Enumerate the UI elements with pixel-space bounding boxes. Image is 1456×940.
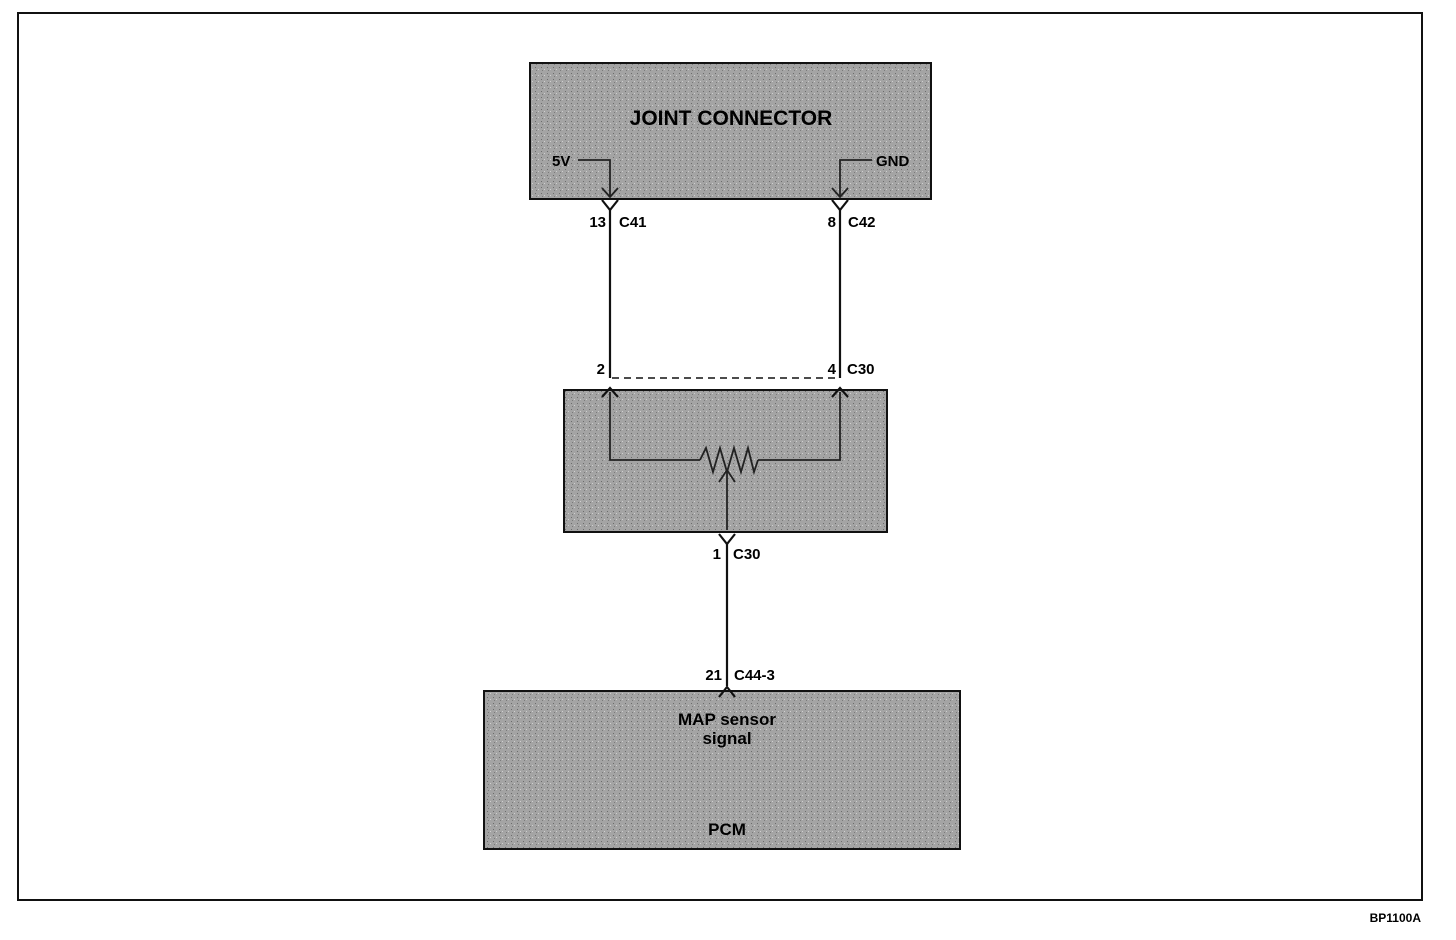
pcm-label: PCM (708, 820, 746, 839)
c42-connector-label: C42 (848, 214, 876, 231)
sensor-left-lead (609, 392, 700, 461)
joint-connector-5v-arrow (601, 187, 619, 199)
c30-pin2-connector-mark (601, 386, 619, 398)
c41-pin-label: 13 (589, 214, 606, 231)
map-sensor-box (563, 389, 888, 533)
c41-connector-mark (601, 199, 619, 212)
c30-pin1-label: 1 (713, 546, 721, 563)
joint-connector-5v-lead (578, 159, 611, 197)
c30-top-connector-label: C30 (847, 361, 875, 378)
sensor-resistor-icon (699, 444, 759, 476)
sensor-right-lead (758, 392, 841, 461)
c44-pin-label: 21 (705, 667, 722, 684)
c42-pin-label: 8 (828, 214, 836, 231)
c41-connector-label: C41 (619, 214, 647, 231)
c30-pin2-label: 2 (597, 361, 605, 378)
figure-code: BP1100A (1370, 911, 1422, 925)
c30-bottom-connector-label: C30 (733, 546, 761, 563)
sensor-wiper-arrow (718, 468, 736, 483)
joint-connector-box (529, 62, 932, 200)
c44-connector-mark (718, 685, 736, 698)
c30-pin1-connector-mark (718, 533, 736, 546)
pcm-signal-label-line1: MAP sensor (678, 710, 776, 729)
joint-connector-title: JOINT CONNECTOR (630, 107, 833, 130)
c42-connector-mark (831, 199, 849, 212)
c30-pin4-connector-mark (831, 386, 849, 398)
joint-connector-gnd-arrow (831, 187, 849, 199)
pcm-signal-label-line2: signal (702, 729, 751, 748)
c30-pin4-label: 4 (828, 361, 837, 378)
pcm-box (483, 690, 961, 850)
c44-connector-label: C44-3 (734, 667, 775, 684)
joint-connector-gnd-lead (839, 159, 872, 197)
joint-connector-5v-label: 5V (552, 153, 570, 170)
diagram-frame (17, 12, 1423, 901)
joint-connector-gnd-label: GND (876, 153, 910, 170)
